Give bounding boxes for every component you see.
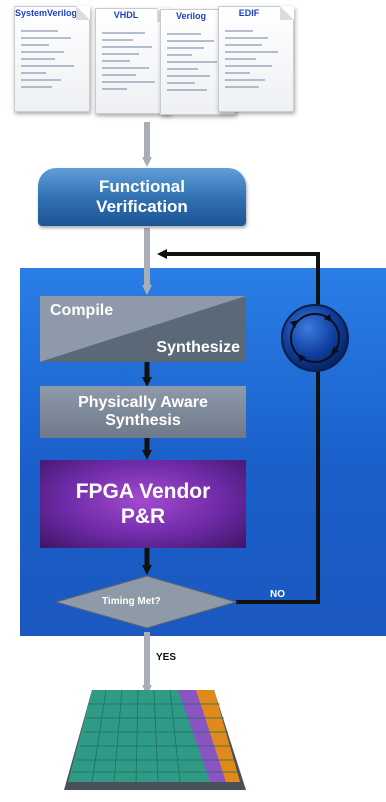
- source-doc-vhdl: VHDL: [95, 8, 171, 114]
- source-doc-edif: EDIF: [218, 6, 294, 112]
- iteration-cycle-icon: [281, 304, 349, 372]
- doc-label: Verilog: [175, 11, 206, 21]
- doc-label: EDIF: [238, 8, 260, 18]
- source-doc-systemverilog: SystemVerilog: [14, 6, 90, 112]
- doc-code-lines: [167, 28, 229, 108]
- doc-fold-icon: [280, 6, 294, 20]
- timing-met-label: Timing Met?: [102, 596, 161, 607]
- doc-code-lines: [102, 27, 164, 107]
- compile-label: Compile: [50, 302, 114, 319]
- compile-synthesize-step: Compile Synthesize: [40, 296, 246, 362]
- arrow-no-loop: [157, 249, 320, 604]
- compile-synthesize-split: [40, 296, 246, 362]
- doc-label: SystemVerilog: [15, 8, 78, 18]
- doc-code-lines: [225, 25, 287, 105]
- functional-verification-step: Functional Verification: [38, 168, 246, 226]
- synthesize-label: Synthesize: [156, 339, 240, 356]
- fpga-vendor-pr-step: FPGA Vendor P&R: [40, 460, 246, 548]
- physically-aware-synthesis-step: Physically Aware Synthesis: [40, 386, 246, 438]
- no-branch-label: NO: [270, 589, 285, 600]
- yes-branch-label: YES: [156, 652, 177, 663]
- doc-fold-icon: [76, 6, 90, 20]
- doc-code-lines: [21, 25, 83, 105]
- fpga-chip-icon: [64, 689, 246, 790]
- doc-label: VHDL: [113, 10, 139, 20]
- timing-met-diamond: [54, 575, 238, 629]
